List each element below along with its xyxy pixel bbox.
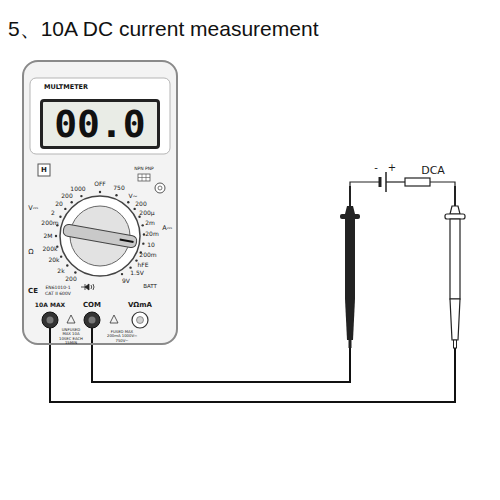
dial-label: 200m <box>41 220 58 226</box>
warning-triangle <box>67 315 75 323</box>
dial-label: 20m <box>145 231 158 237</box>
jack-com <box>84 312 100 328</box>
dial-label: OFF <box>94 181 106 187</box>
dial-label: 10 <box>147 242 155 248</box>
dial-tick <box>129 266 131 268</box>
warning-text: FUSED MAX 200mA 1000V⎓ 750V~ <box>107 330 137 343</box>
dial-label: 2k <box>57 268 64 274</box>
dial-label: 200k <box>43 246 58 252</box>
dial-label: 200μ <box>139 210 154 216</box>
dial-tick <box>55 235 57 237</box>
dial-tick <box>142 242 144 244</box>
dial-tick <box>74 271 76 273</box>
dial-tick <box>64 208 66 210</box>
button-label: H <box>41 167 47 174</box>
dial-tick <box>80 195 82 197</box>
dial-label: V~ <box>128 193 137 199</box>
component-label: DCA <box>421 165 445 176</box>
dial-label: BATT <box>143 284 157 290</box>
hold-button <box>38 164 50 176</box>
display-reading: 00.0 <box>54 105 146 143</box>
lcd-display: 00.0 <box>40 99 160 149</box>
test-lead-wire <box>50 328 455 402</box>
dial-label: 1.5V <box>130 270 144 276</box>
dial-tick <box>71 201 73 203</box>
display-bezel <box>30 78 170 154</box>
range-symbol: V⎓ <box>28 205 37 212</box>
dial-tick <box>143 233 145 235</box>
dial-label: 200 <box>135 201 146 207</box>
dial-tick <box>59 216 61 218</box>
dial-label: 750 <box>113 185 124 191</box>
dial-tick <box>66 264 68 266</box>
dial-tick <box>135 259 137 261</box>
dial-label: 9V <box>122 278 130 284</box>
dial-label: 20k <box>48 257 59 263</box>
range-symbol: Ω <box>28 249 33 256</box>
warning-triangle <box>110 315 118 323</box>
dial-label: 200 <box>61 193 72 199</box>
figure-title: 5、10A DC current measurement <box>8 18 318 39</box>
battery-symbol <box>379 177 382 187</box>
range-symbol: A⎓ <box>162 225 171 232</box>
circuit-wire <box>386 181 405 182</box>
polarity-sign: + <box>388 163 396 173</box>
dial-label: 20 <box>55 201 63 207</box>
rating-label: CAT II 600V <box>45 292 71 297</box>
hfe-socket <box>138 174 150 181</box>
dial-label: 200m <box>139 252 156 258</box>
meter-housing <box>22 60 178 345</box>
standard-label: EN61010-1 <box>45 286 70 291</box>
dial-label: 1000 <box>70 186 85 192</box>
dial-tick <box>115 194 117 196</box>
warning-text: UNFUSED MAX 10A 10SEC EACH 15MIN <box>59 328 83 345</box>
dial-tick <box>121 273 123 275</box>
dial-tick <box>127 201 129 203</box>
jack-volt-ohm-ma <box>132 312 148 328</box>
dial-tick <box>133 208 135 210</box>
red-probe <box>445 186 465 348</box>
dial-label: hFE <box>137 262 148 268</box>
dial-knob <box>63 224 138 249</box>
dial-label: 2m <box>145 220 155 226</box>
test-lead-wire <box>92 328 350 382</box>
black-probe <box>340 186 360 348</box>
ce-mark: CE <box>28 288 38 295</box>
jack-label: 10A MAX <box>35 302 65 308</box>
jack-label: COM <box>83 302 101 309</box>
dial-tick <box>60 255 62 257</box>
dial-tick <box>99 191 101 193</box>
dial-label: 200 <box>65 276 76 282</box>
diode-symbol <box>81 284 94 290</box>
brand-label: MULTMETER <box>44 84 88 91</box>
dial-tick <box>141 224 143 226</box>
circuit-wire <box>430 182 455 186</box>
dial-label: 2M <box>44 233 53 239</box>
jack-10a <box>42 312 58 328</box>
socket-label: NPN PNP <box>134 167 154 172</box>
jack-label: VΩmA <box>128 302 152 309</box>
load-resistor <box>405 178 430 186</box>
polarity-sign: - <box>374 163 378 173</box>
rotary-dial <box>60 196 140 276</box>
circuit-wire <box>350 182 380 186</box>
dial-label: 2 <box>51 210 55 216</box>
light-icon <box>158 186 162 190</box>
dial-ticks <box>55 191 145 276</box>
light-button <box>155 183 165 193</box>
